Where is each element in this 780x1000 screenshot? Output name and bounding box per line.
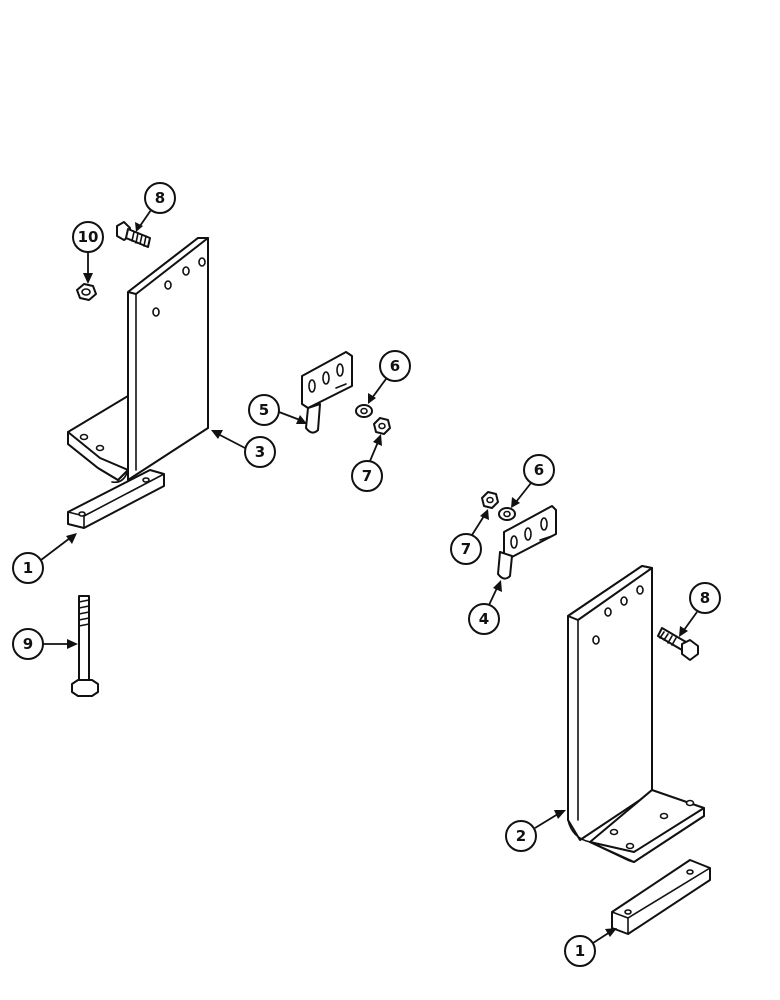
washer-6-right [498,507,516,521]
callout-label: 1 [575,942,585,960]
callout-label: 7 [362,467,372,485]
callout-8-top-left: 8 [144,182,176,214]
callout-3: 3 [244,436,276,468]
washer-6-left [355,404,373,418]
callout-4: 4 [468,603,500,635]
callout-label: 10 [78,228,99,246]
leader-lines [40,209,698,944]
callout-label: 7 [461,540,471,558]
bolt-9 [71,595,99,697]
callout-label: 4 [479,610,489,628]
callout-6-right: 6 [523,454,555,486]
callout-label: 1 [23,559,33,577]
callout-9: 9 [12,628,44,660]
callout-label: 2 [516,827,526,845]
callout-label: 3 [255,443,265,461]
bracket-2 [567,565,705,863]
nut-7-right [481,491,499,509]
nut-10 [76,283,97,301]
callout-7-left: 7 [351,460,383,492]
callout-label: 8 [155,189,165,207]
callout-8-right: 8 [689,582,721,614]
clip-4 [497,505,557,580]
callout-label: 5 [259,401,269,419]
spacer-1-left [67,469,165,529]
callout-6-left: 6 [379,350,411,382]
callout-1-right: 1 [564,935,596,967]
callout-5: 5 [248,394,280,426]
callout-10: 10 [72,221,104,253]
clip-5 [301,351,353,434]
bolt-8-right [657,627,699,661]
callout-label: 6 [390,357,400,375]
callout-1-left: 1 [12,552,44,584]
callout-label: 6 [534,461,544,479]
callout-label: 9 [23,635,33,653]
bracket-3 [67,237,209,484]
bolt-8-left [116,221,151,248]
callout-7-right: 7 [450,533,482,565]
callout-label: 8 [700,589,710,607]
nut-7-left [373,417,391,435]
spacer-1-right [611,859,711,935]
callout-2: 2 [505,820,537,852]
